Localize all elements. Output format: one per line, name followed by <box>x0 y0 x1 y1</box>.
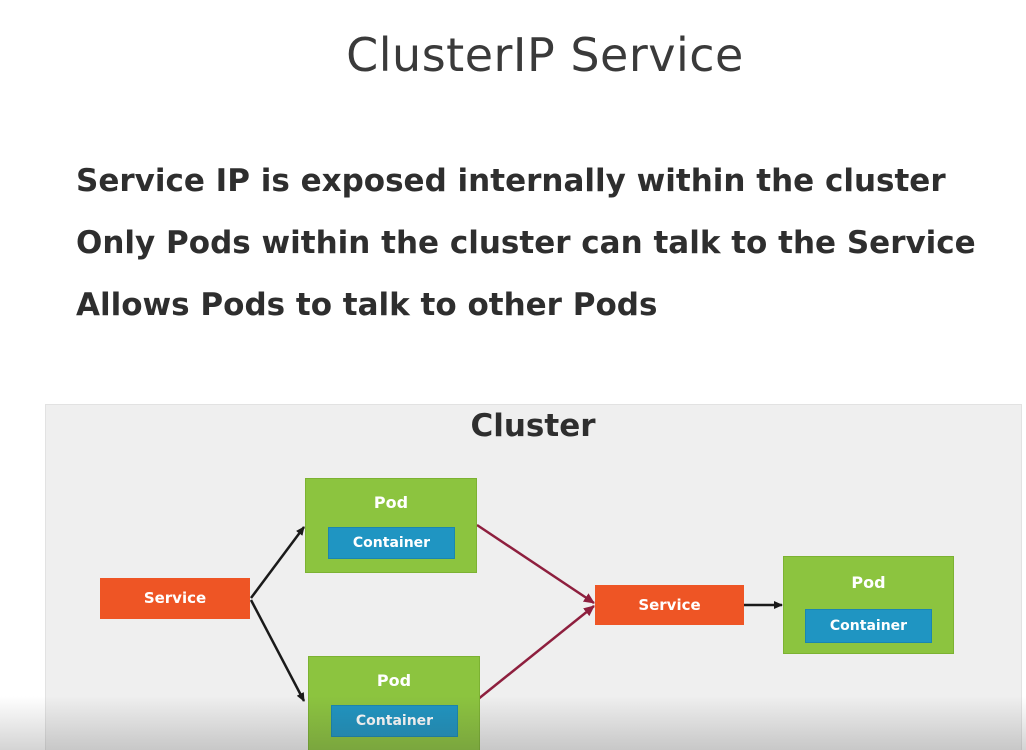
bullet-item: Only Pods within the cluster can talk to… <box>76 225 976 261</box>
bullet-item: Allows Pods to talk to other Pods <box>76 287 658 323</box>
container-box: Container <box>331 705 458 737</box>
right-pod-box: Pod Container <box>783 556 954 654</box>
slide-title: ClusterIP Service <box>346 28 744 82</box>
pod-label: Pod <box>376 671 412 690</box>
right-service-box: Service <box>595 585 744 625</box>
bottom-pod-box: Pod Container <box>308 656 480 750</box>
pod-label: Pod <box>851 573 886 592</box>
pod-label: Pod <box>373 493 409 512</box>
top-pod-box: Pod Container <box>305 478 477 573</box>
cluster-label: Cluster <box>470 408 596 444</box>
service-label: Service <box>143 589 207 607</box>
bullet-item: Service IP is exposed internally within … <box>76 163 946 199</box>
left-service-box: Service <box>100 578 250 619</box>
container-box: Container <box>328 527 455 559</box>
container-box: Container <box>805 609 932 643</box>
bullet-list: Service IP is exposed internally within … <box>76 158 976 344</box>
service-label: Service <box>638 596 701 614</box>
